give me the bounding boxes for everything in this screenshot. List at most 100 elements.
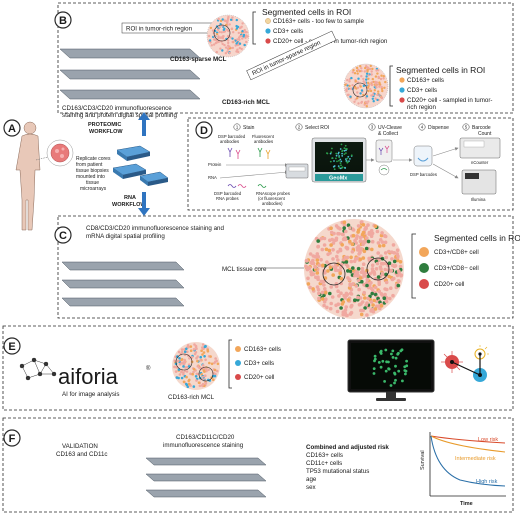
geomx-instrument: GeoMx <box>311 137 367 183</box>
cell-dot <box>235 24 238 28</box>
cell-dot <box>244 31 247 34</box>
rnascope-label-3: antibodies) <box>262 201 283 206</box>
cell-dot <box>379 352 383 355</box>
cell-dot <box>379 304 384 308</box>
cell-dot <box>349 259 354 264</box>
cell-dot <box>188 357 191 360</box>
cell-dot <box>345 264 350 269</box>
cell-dot <box>213 368 217 372</box>
cell-dot <box>381 243 386 248</box>
ncounter-label: nCounter <box>471 160 489 165</box>
cell-dot <box>210 44 213 47</box>
cell-dot <box>360 220 364 224</box>
cell-dot <box>383 380 386 383</box>
cell-dot <box>176 359 180 363</box>
sparse-mcl-core <box>206 14 250 58</box>
cell-dot <box>313 254 317 259</box>
illumina-instrument-icon <box>461 169 497 195</box>
cell-dot <box>369 309 373 313</box>
cell-dot <box>320 290 325 295</box>
cell-dot <box>317 296 321 301</box>
cell-dot <box>314 275 318 280</box>
cell-dot <box>363 274 367 278</box>
cell-dot <box>391 356 395 359</box>
cell-dot <box>356 72 359 75</box>
cell-dot <box>357 252 361 256</box>
cell-dot <box>219 47 222 50</box>
cell-dot <box>209 355 212 358</box>
cell-dot <box>198 366 201 370</box>
cell-dot <box>175 376 179 379</box>
cell-dot <box>215 50 218 54</box>
cell-dot <box>365 283 369 288</box>
legend1-title: Segmented cells in ROI <box>262 7 351 17</box>
high-risk-label: High risk <box>476 479 498 485</box>
cell-dot <box>348 283 353 288</box>
cell-dot <box>391 349 395 353</box>
cell-dot <box>189 372 192 376</box>
cell-dot <box>238 42 242 45</box>
cell-dot <box>361 223 366 227</box>
cell-dot <box>182 365 185 368</box>
cell-dot <box>204 367 208 371</box>
dsp-rna-label-1: DSP barcoded <box>214 191 242 196</box>
cell-dot <box>349 87 353 90</box>
panel-f-stain-2: immunofluorescence staining <box>163 442 244 449</box>
cell-dot <box>207 34 211 38</box>
cell-dot <box>384 348 388 352</box>
cell-dot <box>350 250 355 254</box>
legend2-cd20-dot <box>399 97 405 103</box>
cell-dot <box>355 246 360 250</box>
cell-dot <box>339 148 342 150</box>
cell-dot <box>330 237 335 242</box>
cell-dot <box>367 81 370 85</box>
cell-dot <box>344 167 346 169</box>
cell-dot <box>191 372 194 376</box>
cell-dot <box>377 280 382 284</box>
cell-dot <box>227 39 230 42</box>
cell-dot <box>333 266 338 270</box>
cell-dot <box>204 381 208 385</box>
panel-a-label-circle <box>3 119 21 137</box>
cell-dot <box>216 41 219 44</box>
cell-dot <box>367 89 370 93</box>
legend2-title: Segmented cells in ROI <box>396 65 485 75</box>
cell-dot <box>373 89 376 92</box>
panel-b-description-1: CD163/CD3/CD20 immunofluorescence <box>62 105 172 112</box>
cell-dot <box>380 86 383 89</box>
cell-dot <box>324 297 328 302</box>
cell-dot <box>196 355 199 358</box>
cell-dot <box>245 40 248 44</box>
cell-dot <box>223 43 226 47</box>
cell-dot <box>377 289 382 294</box>
cell-dot <box>387 249 391 254</box>
cell-dot <box>373 357 377 361</box>
aiforia-reg: ® <box>146 365 151 372</box>
cell-dot <box>365 78 368 81</box>
panel-e-cd3-dot <box>235 360 241 366</box>
cell-dot <box>371 97 374 101</box>
cell-dot <box>361 230 366 235</box>
cell-dot <box>385 360 388 364</box>
cell-dot <box>338 155 340 157</box>
cell-dot <box>217 28 220 31</box>
cell-dot <box>364 225 368 230</box>
cell-dot <box>331 273 336 277</box>
cell-dot <box>396 269 401 273</box>
cell-dot <box>376 251 381 255</box>
cell-dot <box>230 27 234 30</box>
cell-dot <box>192 370 195 374</box>
low-risk-label: Low risk <box>478 437 498 443</box>
cell-dot <box>362 77 365 81</box>
panel-e-legend-item-1: CD163+ cells <box>244 346 281 353</box>
cell-dot <box>389 286 393 291</box>
risk-title: Combined and adjusted risk <box>306 444 389 451</box>
cell-dot <box>370 70 373 73</box>
panel-e-legend-item-2: CD3+ cells <box>244 360 274 367</box>
tissue-biopsy-icon <box>50 143 70 163</box>
cell-dot <box>317 291 321 296</box>
cd3-cd8-neg-dot <box>419 263 429 273</box>
cell-dot <box>348 80 351 83</box>
cell-dot <box>373 224 378 229</box>
